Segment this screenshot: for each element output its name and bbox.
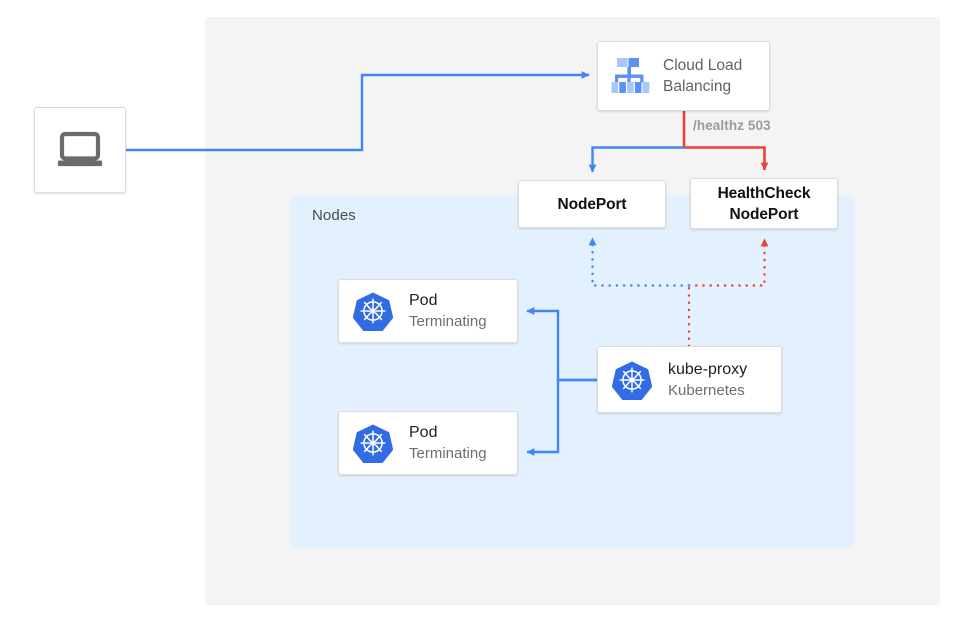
healthz-edge-label: /healthz 503 bbox=[693, 118, 771, 133]
kubernetes-icon bbox=[353, 423, 393, 463]
hc-line-2: NodePort bbox=[729, 205, 799, 223]
healthcheck-nodeport-label: HealthCheck NodePort bbox=[718, 183, 811, 225]
pod-node-2[interactable]: Pod Terminating bbox=[338, 411, 518, 475]
kube-proxy-node[interactable]: kube-proxy Kubernetes bbox=[597, 346, 782, 413]
pod-1-status: Terminating bbox=[409, 313, 487, 330]
pod-2-title: Pod bbox=[409, 424, 438, 441]
laptop-icon bbox=[56, 130, 104, 170]
kube-proxy-title: kube-proxy bbox=[668, 360, 748, 378]
nodes-region-label: Nodes bbox=[312, 207, 356, 224]
nodeport-label: NodePort bbox=[557, 195, 627, 213]
pod-1-title: Pod bbox=[409, 292, 438, 309]
cloud-load-balancing-node[interactable]: Cloud Load Balancing bbox=[597, 41, 770, 111]
pod-1-text: Pod Terminating bbox=[409, 290, 487, 332]
cloud-load-balancing-icon bbox=[610, 57, 650, 95]
clb-line-2: Balancing bbox=[663, 78, 732, 95]
pod-2-status: Terminating bbox=[409, 445, 487, 462]
kubernetes-icon bbox=[353, 291, 393, 331]
pod-2-text: Pod Terminating bbox=[409, 422, 487, 464]
cloud-load-balancing-label: Cloud Load Balancing bbox=[663, 55, 742, 97]
hc-line-1: HealthCheck bbox=[717, 184, 811, 202]
kube-proxy-text: kube-proxy Kubernetes bbox=[668, 359, 747, 401]
pod-node-1[interactable]: Pod Terminating bbox=[338, 279, 518, 343]
clb-line-1: Cloud Load bbox=[663, 57, 743, 74]
client-node[interactable] bbox=[34, 107, 126, 193]
kubernetes-icon bbox=[612, 360, 652, 400]
healthcheck-nodeport-node[interactable]: HealthCheck NodePort bbox=[690, 178, 838, 229]
kube-proxy-subtitle: Kubernetes bbox=[668, 381, 745, 399]
nodeport-node[interactable]: NodePort bbox=[518, 180, 666, 228]
